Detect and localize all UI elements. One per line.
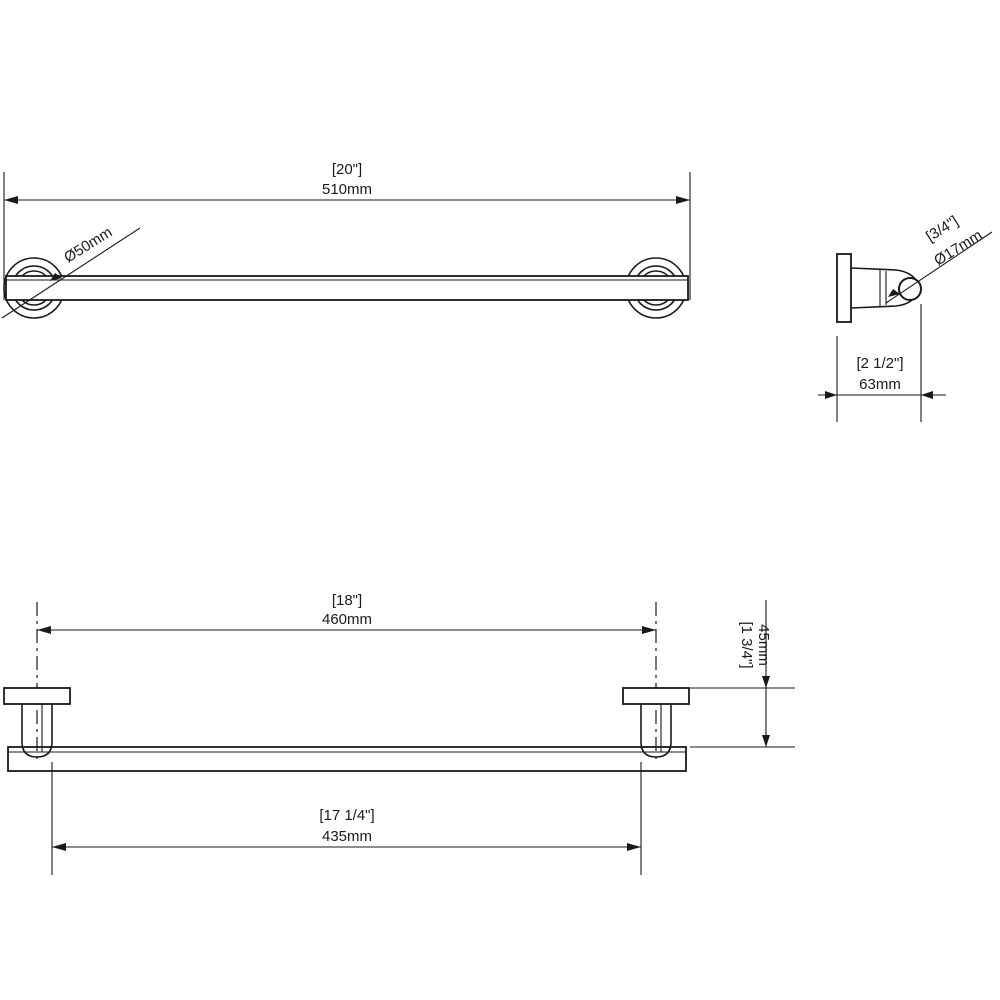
arrowhead-left [4, 196, 18, 204]
leader-arrowhead [50, 273, 62, 281]
inner-length-mm: 435mm [322, 828, 372, 845]
projection-inches: [2 1/2"] [856, 355, 903, 372]
side-flange [836, 253, 852, 323]
side-view: [3/4"] Ø17mm [2 1/2"] 63mm [818, 213, 993, 422]
height-inches: [1 3/4"] [738, 621, 755, 668]
projection-mm: 63mm [859, 376, 901, 393]
centers-inches: [18"] [332, 592, 362, 609]
flange-diameter-leader [1, 227, 141, 319]
front-view: [18"] 460mm [1 3/4"] 45mm [17 1/4" [3, 592, 795, 875]
height-mm: 45mm [755, 624, 772, 666]
overall-length-inches: [20"] [332, 161, 362, 178]
top-view: [20"] 510mm Ø50mm [1, 161, 691, 319]
inner-length-inches: [17 1/4"] [319, 807, 374, 824]
arrowhead-right [676, 196, 690, 204]
flange-diameter-label: Ø50mm [61, 224, 115, 267]
centers-mm: 460mm [322, 611, 372, 628]
towel-bar-front [7, 746, 687, 772]
overall-length-mm: 510mm [322, 181, 372, 198]
bar-diameter-leader [885, 231, 993, 304]
